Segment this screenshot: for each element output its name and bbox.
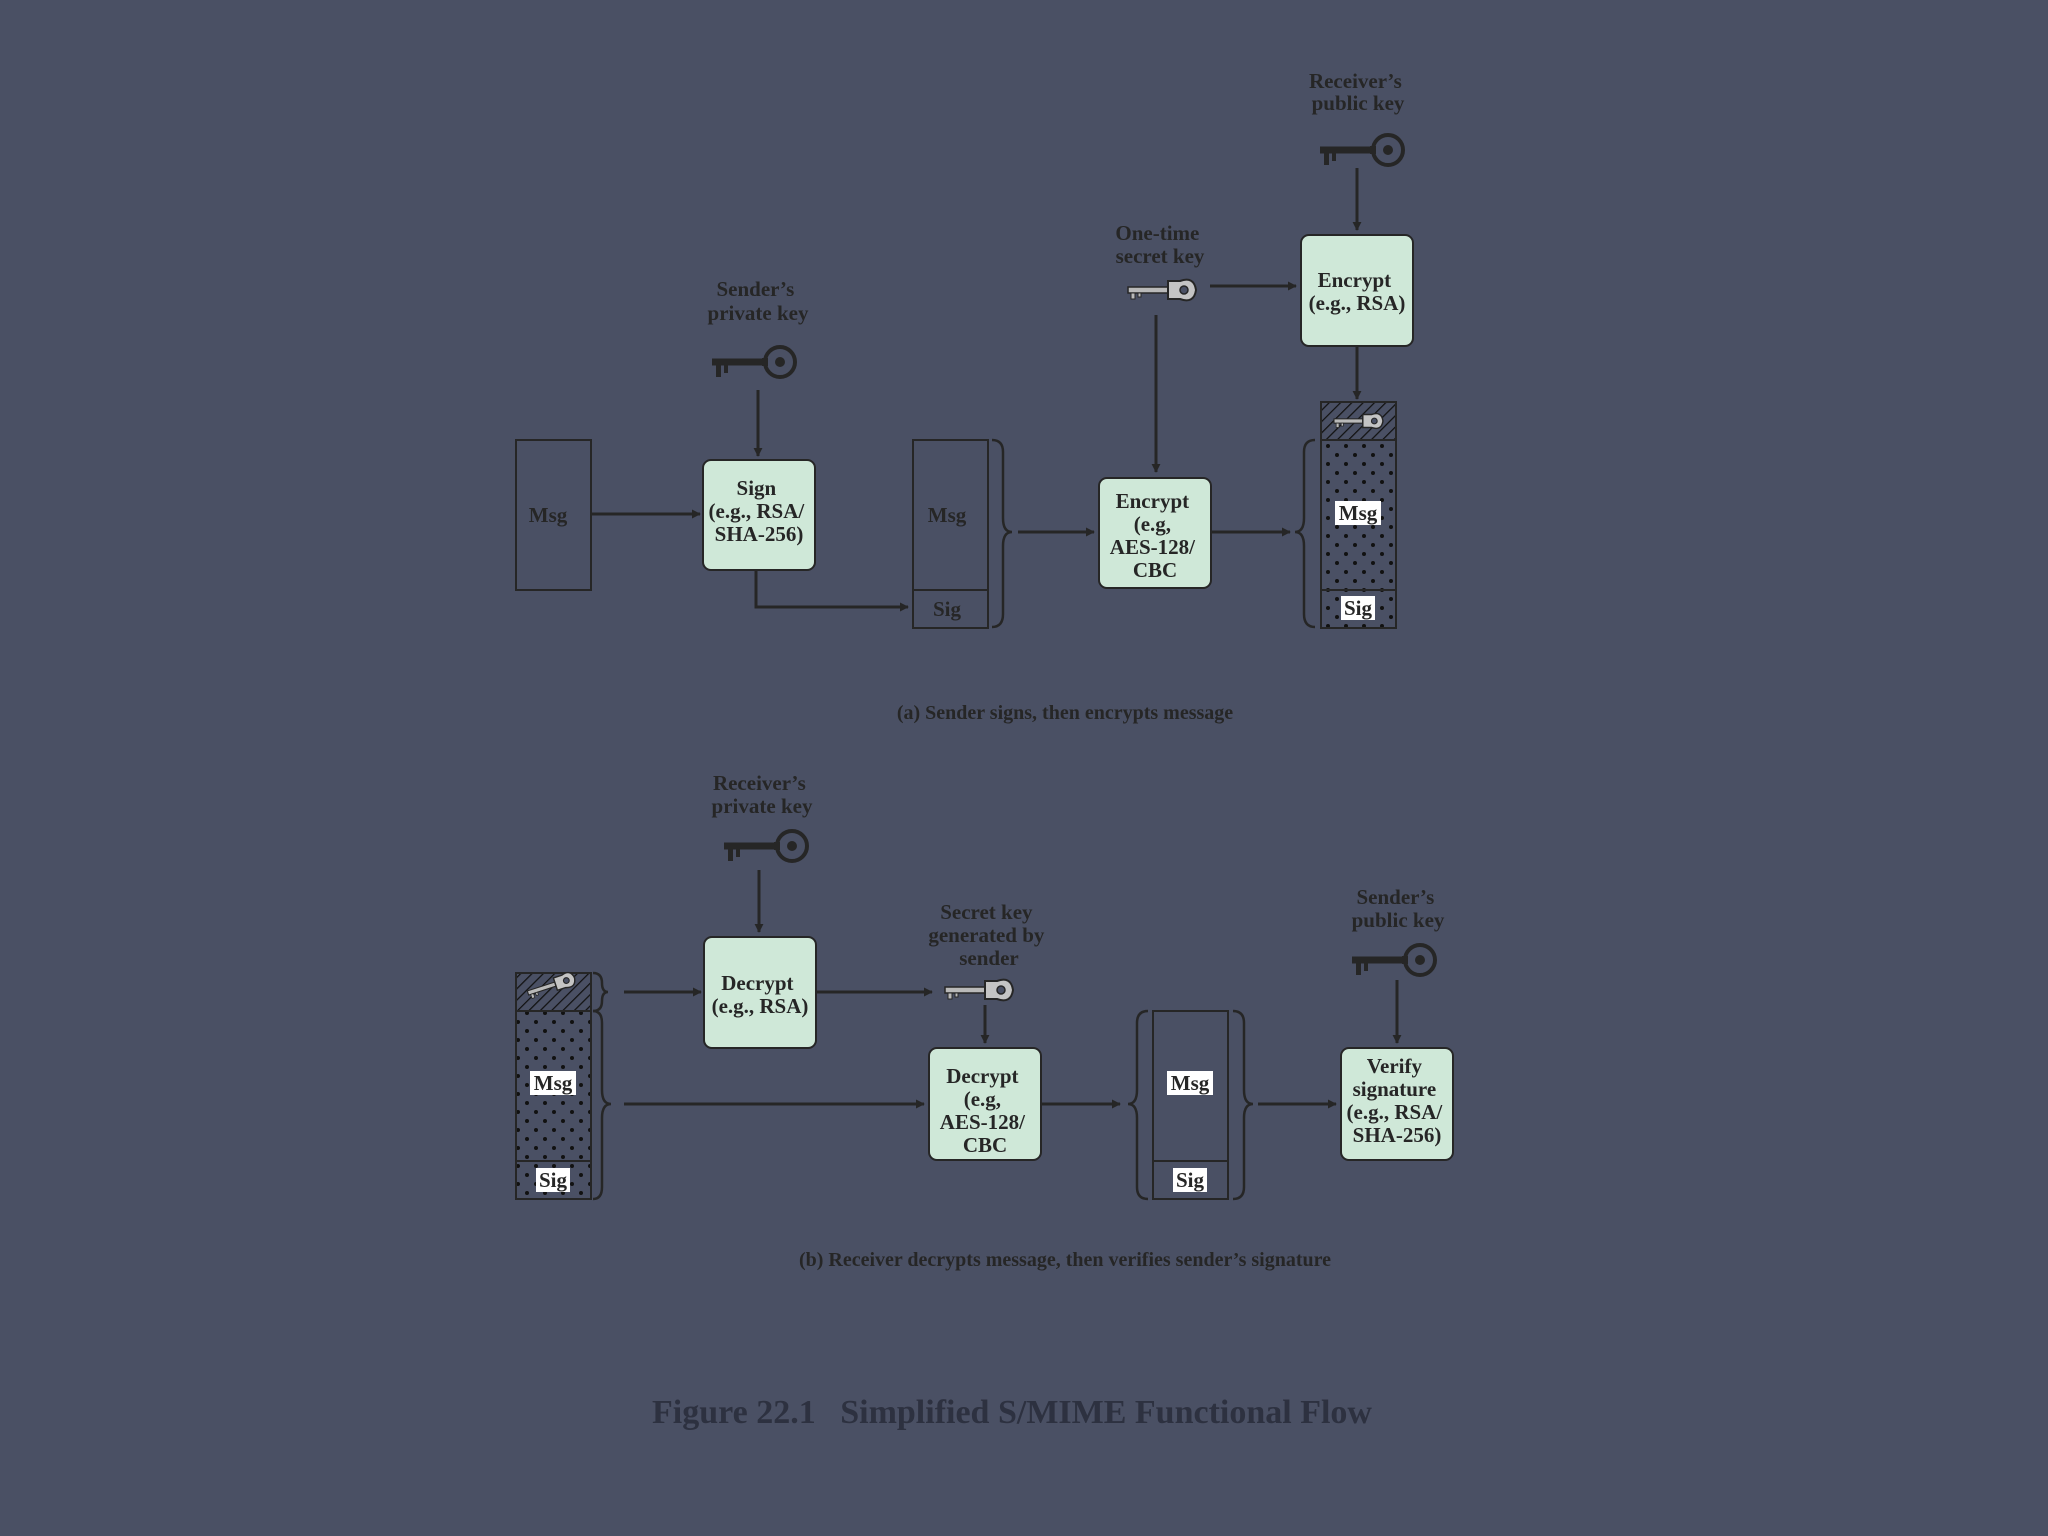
b-verify-label: Verify signature (e.g., RSA/ SHA-256) [1347,1054,1448,1147]
part-b: Msg Sig Receiver’s private key Decrypt (… [515,771,1454,1271]
b-caption: (b) Receiver decrypts message, then veri… [799,1249,1331,1271]
b-out-sig-box [1152,1160,1229,1200]
b-out-brace-left [1127,1009,1149,1201]
a-receiver-public-key-label: Receiver’s public key [1309,69,1407,115]
private-key-icon [710,345,797,379]
b-in-sig-label: Sig [539,1168,568,1192]
a-out-msg-label: Msg [1339,501,1378,525]
a-caption: (a) Sender signs, then encrypts message [897,702,1233,724]
a-bundle-msg-label: Msg [928,503,967,527]
a-bundle-sig-label: Sig [933,597,962,621]
figure-title: Simplified S/MIME Functional Flow [840,1394,1372,1431]
secret-key-icon [1127,278,1197,302]
b-in-brace-top [592,971,609,1013]
a-one-time-key-label: One-time secret key [1115,221,1205,268]
b-decrypt-rsa-label: Decrypt (e.g., RSA) [712,971,809,1018]
figure-number: Figure 22.1 [652,1394,816,1431]
figure-caption: Figure 22.1 Simplified S/MIME Functional… [652,1394,1372,1431]
b-receiver-private-key-label: Receiver’s private key [712,771,813,818]
a-sign-box [702,459,816,571]
public-key-icon [1318,133,1405,167]
b-out-brace-right [1232,1009,1254,1201]
b-sender-public-key-label: Sender’s public key [1352,885,1445,932]
a-encrypt-aes-label: Encrypt (e.g, AES-128/ CBC [1110,489,1200,582]
b-in-msg-label: Msg [534,1071,573,1095]
a-out-brace [1294,438,1316,629]
part-a: Msg Sender’s private key Sign (e.g., RSA… [515,69,1414,724]
a-out-sig-label: Sig [1344,596,1373,620]
b-decrypt-aes-label: Decrypt (e.g, AES-128/ CBC [940,1064,1030,1157]
a-bundle-sig-box [912,589,989,629]
b-secret-key-label: Secret key generated by sender [928,900,1049,970]
b-verify-box [1340,1047,1454,1161]
secret-key-icon [944,978,1014,1002]
public-key-icon [1350,943,1437,977]
b-out-sig-label: Sig [1176,1168,1205,1192]
a-sign-label: Sign (e.g., RSA/ SHA-256) [709,476,810,546]
a-arrow-sign-sig [754,570,909,612]
b-in-brace-bottom [592,1009,612,1201]
private-key-icon [722,829,809,863]
a-encrypt-rsa-label: Encrypt (e.g., RSA) [1309,268,1406,315]
a-msg-label: Msg [529,503,568,527]
a-sender-private-key-label: Sender’s private key [708,277,809,325]
a-bundle-brace [991,438,1013,629]
b-out-msg-label: Msg [1171,1071,1210,1095]
